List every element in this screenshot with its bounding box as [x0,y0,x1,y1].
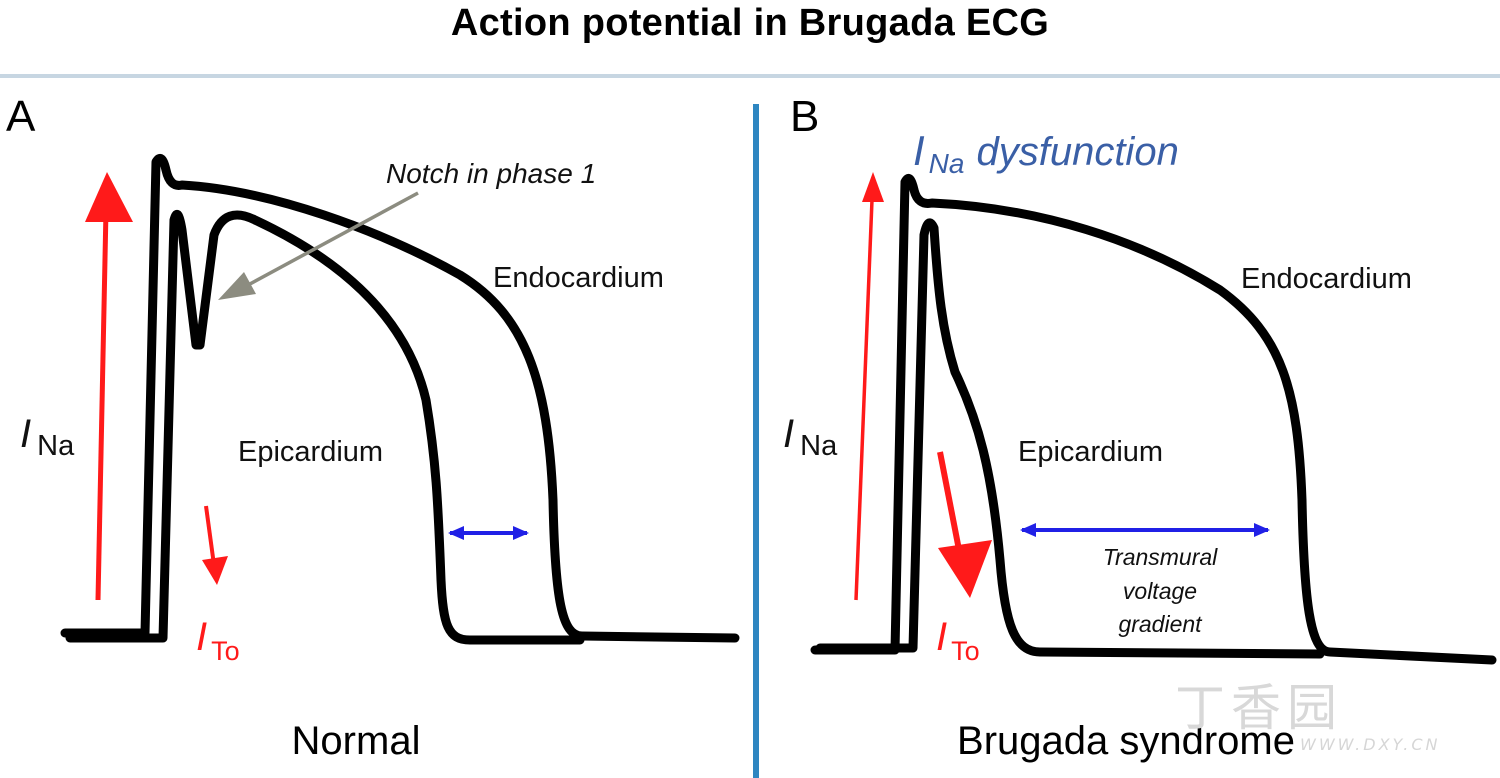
panel-b-gradient-label-line3: gradient [1118,611,1203,637]
panel-a-epicardium-trace [65,209,585,645]
panel-b-gradient-label-line2: voltage [1123,578,1197,604]
figure-title: Action potential in Brugada ECG [450,2,1050,44]
title-rule [0,74,1500,78]
panel-b-ina-arrowhead [862,172,884,202]
watermark-url: WWW.DXY.CN [1300,735,1441,754]
panel-b-ito-arrow [937,451,963,556]
panel-b-epicardium-trace [815,218,1325,659]
panel-a-letter: A [6,92,36,141]
panel-b-letter: B [790,92,819,141]
panel-a-notch-callout-arrow [247,191,419,287]
panel-divider [753,104,759,778]
panel-b-gradient-label-line1: Transmural [1103,544,1218,570]
panel-a-notch-callout: Notch in phase 1 [386,158,596,189]
panel-a-ina-arrow [95,209,109,601]
panel-b-endocardium-trace [810,173,1497,665]
panel-a-caption: Normal [292,719,421,763]
panel-a: A Notch in phase 1 Endocardium Epicardiu… [6,92,740,763]
panel-a-endocardium-trace [60,154,740,643]
panel-a-ito-arrow [204,505,216,566]
panel-a-epicardium-label: Epicardium [238,436,383,468]
panel-a-ina-arrowhead [85,172,133,222]
panel-b-caption: Brugada syndrome [957,719,1295,763]
watermark-logo: 丁香园 [1175,679,1343,737]
panel-a-notch-callout-arrowhead [218,272,256,300]
panel-a-endocardium-label: Endocardium [493,262,664,294]
panel-b-endocardium-label: Endocardium [1241,263,1412,295]
panel-b-ina-arrow [854,199,874,601]
panel-b-epicardium-label: Epicardium [1018,436,1163,468]
panel-b-ito-arrowhead [938,540,992,598]
panel-a-ito-arrowhead [202,556,228,585]
